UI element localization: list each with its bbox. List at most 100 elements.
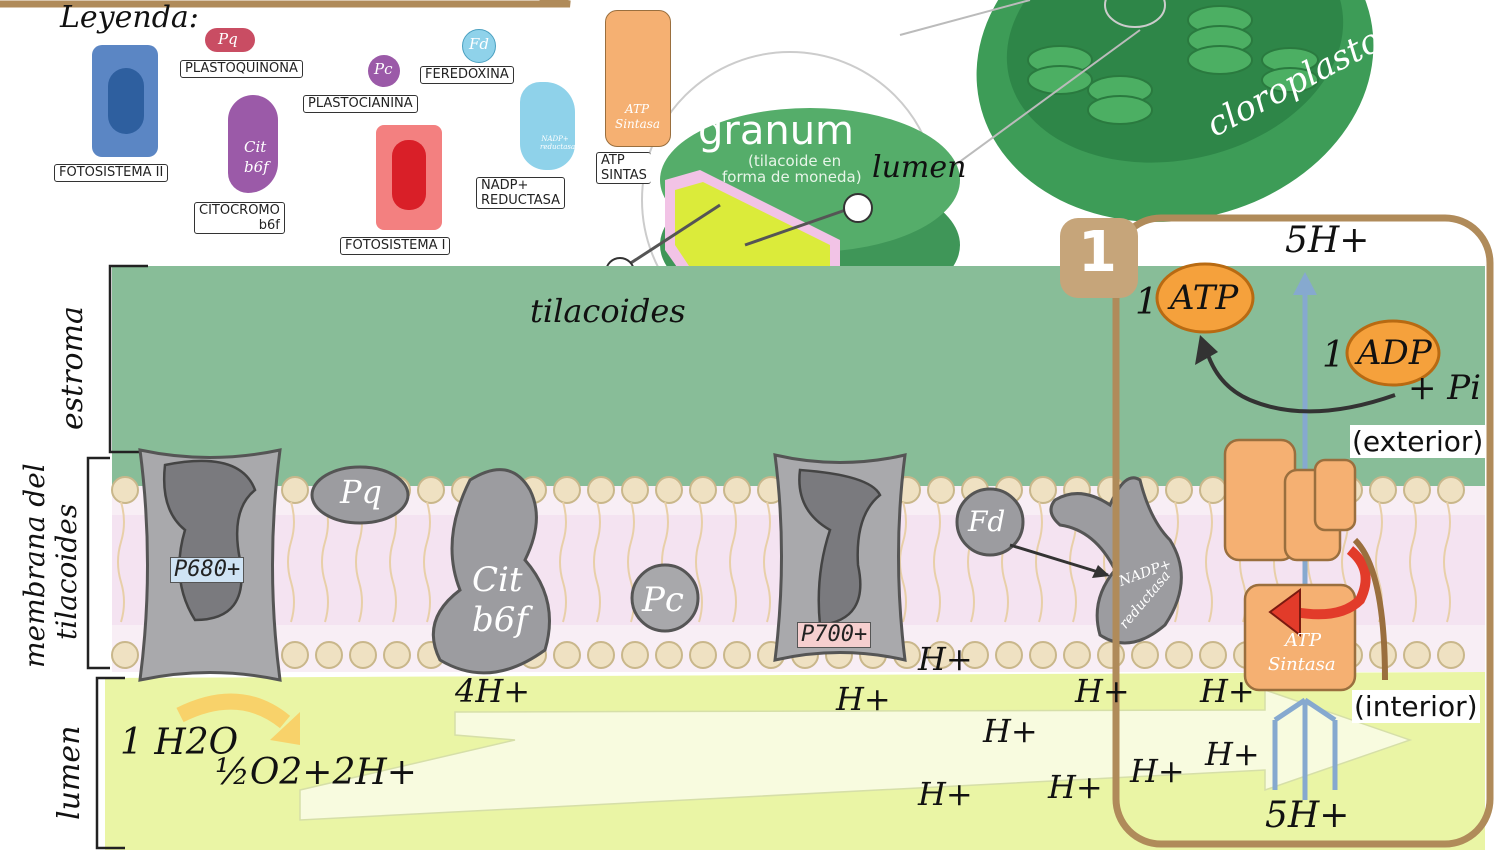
h-label-6: H+ (1205, 735, 1260, 773)
psii-legend-core (108, 68, 144, 134)
granum-lumen-label: lumen (872, 150, 966, 185)
atp-text: ATP (1170, 278, 1238, 318)
cit-legend-abbr2: b6f (244, 158, 269, 176)
lipid-head (1200, 477, 1226, 503)
lipid-head (282, 477, 308, 503)
h5-top-label: 5H+ (1285, 220, 1369, 261)
h-label-2: H+ (918, 640, 973, 678)
lipid-head (1438, 642, 1464, 668)
cit-legend-abbr1: Cit (244, 138, 266, 156)
lipid-head (690, 477, 716, 503)
lipid-head (690, 642, 716, 668)
lipid-head (350, 642, 376, 668)
nadp-legend-icon (520, 82, 575, 170)
h-label-4: H+ (1200, 672, 1255, 710)
lipid-head (588, 477, 614, 503)
lipid-head (656, 477, 682, 503)
lipid-head (588, 642, 614, 668)
lipid-head (622, 642, 648, 668)
lipid-head (1030, 477, 1056, 503)
lipid-head (1064, 642, 1090, 668)
interior-label: (interior) (1352, 690, 1480, 723)
plastocianina-label: PLASTOCIANINA (303, 95, 418, 113)
pc-legend-abbr: Pc (374, 60, 393, 78)
atp-coefficient: 1 (1135, 282, 1158, 323)
lipid-head (724, 477, 750, 503)
lipid-head (282, 642, 308, 668)
granum-subtitle-2: forma de moneda) (722, 168, 862, 186)
water-products-label: ½O2+2H+ (215, 752, 417, 793)
cit-label-1: Cit (472, 560, 523, 600)
fd-label: Fd (968, 505, 1005, 538)
plastoquinona-label: PLASTOQUINONA (180, 60, 303, 78)
lipid-head (112, 477, 138, 503)
lipid-head (1132, 642, 1158, 668)
fotosistema1-label: FOTOSISTEMA I (340, 237, 450, 255)
h5-bottom-label: 5H+ (1265, 795, 1349, 836)
nadp-label-line1: NADP+ (481, 178, 560, 193)
lipid-head (1030, 642, 1056, 668)
lipid-head (622, 477, 648, 503)
legend-title: Leyenda: (60, 0, 199, 35)
nadp-legend-abbr: NADP+ reductasa (540, 135, 570, 151)
fotosistema2-label: FOTOSISTEMA II (54, 164, 168, 182)
atp-synthase-label-2: Sintasa (1268, 654, 1336, 675)
atp-sintasa-label: ATP SINTAS (596, 152, 651, 184)
adp-coefficient: 1 (1322, 335, 1345, 376)
atp-legend-abbr2: Sintasa (615, 117, 660, 131)
h-label-8: H+ (1048, 768, 1103, 806)
h-label-5: H+ (983, 712, 1038, 750)
lipid-head (928, 477, 954, 503)
fd-legend-abbr: Fd (469, 35, 489, 53)
atp-legend-abbr1: ATP (625, 102, 649, 116)
lipid-head (316, 642, 342, 668)
lipid-head (112, 642, 138, 668)
lipid-head (554, 477, 580, 503)
lipid-head (996, 642, 1022, 668)
pi-text: + Pi (1408, 368, 1481, 408)
lumen-region-label: lumen (52, 726, 87, 820)
h-label-7: H+ (1130, 752, 1185, 790)
lipid-head (418, 477, 444, 503)
nadp-label: NADP+ REDUCTASA (476, 177, 565, 209)
psi-legend-core (392, 140, 426, 210)
atp-sintasa-label-line2: SINTAS (601, 168, 647, 183)
panel-number: 1 (1078, 220, 1117, 285)
lipid-head (1438, 477, 1464, 503)
h-label-3: H+ (1075, 672, 1130, 710)
feredoxina-label: FEREDOXINA (420, 66, 514, 84)
lipid-head (554, 642, 580, 668)
lipid-head (1370, 477, 1396, 503)
citocromo-label-line2: b6f (199, 218, 280, 233)
p700-label: P700+ (797, 622, 871, 648)
granum-title: granum (698, 108, 854, 154)
estroma-label: estroma (55, 306, 90, 430)
h-label-1: H+ (836, 680, 891, 718)
tilacoides-label: tilacoides (530, 292, 686, 330)
lipid-head (724, 642, 750, 668)
membrana-label-2: tilacoides (50, 504, 83, 640)
lipid-head (1404, 642, 1430, 668)
h-label-9: H+ (918, 775, 973, 813)
adp-text: ADP (1357, 333, 1432, 373)
exterior-label: (exterior) (1350, 425, 1485, 458)
p680-label: P680+ (170, 557, 244, 583)
pc-label: Pc (642, 580, 684, 620)
membrana-label-1: membrana del (18, 463, 51, 668)
lipid-head (1200, 642, 1226, 668)
atp-synthase-label-1: ATP (1285, 630, 1321, 651)
cit-label-2: b6f (472, 600, 528, 640)
lipid-head (1166, 477, 1192, 503)
citocromo-label: CITOCROMO b6f (194, 202, 285, 234)
nadp-label-line2: REDUCTASA (481, 193, 560, 208)
lipid-head (1404, 477, 1430, 503)
lipid-head (384, 642, 410, 668)
lipid-head (656, 642, 682, 668)
citocromo-label-line1: CITOCROMO (199, 203, 280, 218)
lipid-head (1166, 642, 1192, 668)
lipid-head (1098, 642, 1124, 668)
pq-legend-abbr: Pq (218, 30, 238, 48)
pq-label: Pq (340, 473, 382, 511)
atp-sintasa-label-line1: ATP (601, 153, 647, 168)
